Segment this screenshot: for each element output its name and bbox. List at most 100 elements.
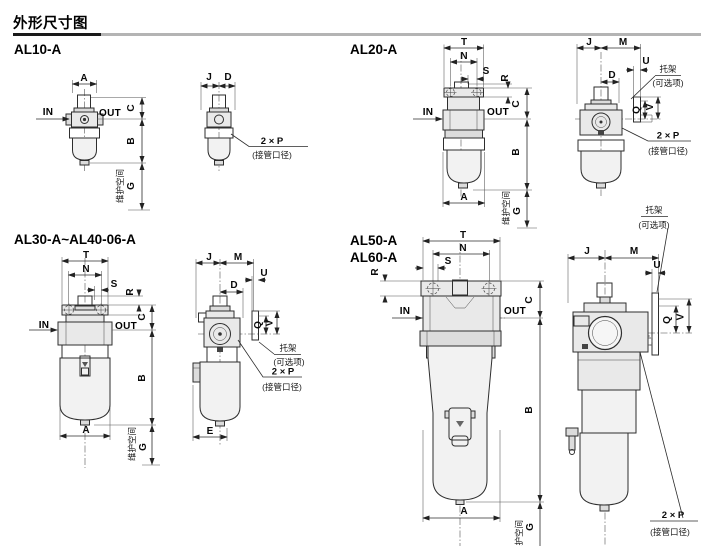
port-qty-label: 2 × P xyxy=(272,367,295,378)
port-note-label: (接管口径) xyxy=(262,382,302,392)
dim-label-b: B xyxy=(511,148,522,155)
bracket-label: 托架 xyxy=(659,64,677,74)
in-port-label: IN xyxy=(423,107,434,118)
section-heading-al20: AL20-A xyxy=(350,42,398,57)
dim-label-u: U xyxy=(642,56,649,67)
dim-label-j: J xyxy=(206,252,212,263)
mounting-hole-icon xyxy=(94,303,108,317)
dim-label-s: S xyxy=(111,279,118,290)
dim-label-g: G xyxy=(525,523,536,531)
mounting-hole-icon xyxy=(425,281,441,296)
dim-label-c: C xyxy=(137,313,148,320)
bracket-note-label: (可选项) xyxy=(652,78,683,88)
dim-label-n: N xyxy=(460,51,467,62)
mounting-hole-icon xyxy=(481,281,497,296)
port-leader-line xyxy=(237,339,302,378)
bracket-leader-line xyxy=(258,341,275,355)
dim-label-d: D xyxy=(224,72,231,83)
dim-label-g: G xyxy=(138,443,149,451)
bowl xyxy=(72,137,97,161)
port-leader-line xyxy=(639,351,684,519)
dim-label-s: S xyxy=(445,256,452,267)
dim-label-t: T xyxy=(461,37,467,48)
body-block xyxy=(422,295,501,332)
in-port-label: IN xyxy=(43,107,54,118)
drain xyxy=(596,182,606,189)
bowl xyxy=(59,357,111,421)
level-sight-window xyxy=(444,407,476,447)
dim-label-v: V xyxy=(645,103,656,110)
dim-label-t: T xyxy=(460,230,466,241)
dim-label-r: R xyxy=(125,288,136,296)
drain xyxy=(455,499,465,505)
dim-label-j: J xyxy=(586,37,592,48)
page-title: 外形尺寸图 xyxy=(13,16,88,32)
bowl xyxy=(207,137,231,161)
section-heading-al10: AL10-A xyxy=(14,42,62,57)
dim-label-a: A xyxy=(82,425,89,436)
dim-label-d: D xyxy=(608,70,615,81)
in-port-label: IN xyxy=(400,306,411,317)
al10-front-view: A IN OUT C B G 维护空间 xyxy=(36,73,150,211)
al20-front-view: T N S R C IN OUT xyxy=(413,37,537,229)
al50-diagram: T N S R C IN OUT xyxy=(370,205,698,546)
dim-label-c: C xyxy=(511,100,522,107)
out-port-label: OUT xyxy=(99,108,121,119)
body-block xyxy=(206,111,232,128)
dim-label-e: E xyxy=(207,426,214,437)
dim-label-s: S xyxy=(483,66,490,77)
dim-label-c: C xyxy=(524,296,535,303)
al20-side-view: J M U D Q V 托架 (可选 xyxy=(575,37,691,196)
bracket-note-label: (可选项) xyxy=(273,357,304,367)
dim-label-m: M xyxy=(619,37,627,48)
section-heading-al30: AL30-A~AL40-06-A xyxy=(14,232,136,247)
out-port-label: OUT xyxy=(115,321,137,332)
dim-label-g: G xyxy=(512,207,523,215)
port-note-label: (接管口径) xyxy=(648,146,688,156)
al50-front-view: T N S R C IN OUT xyxy=(370,230,544,546)
out-port-label: OUT xyxy=(504,306,526,317)
port-note-label: (接管口径) xyxy=(650,527,690,537)
dim-label-q: Q xyxy=(253,321,264,329)
bowl xyxy=(446,149,482,184)
oil-sight-glass xyxy=(587,315,623,351)
al30-diagram: T N S R C IN OUT xyxy=(29,250,305,468)
foot-bracket xyxy=(192,362,201,383)
in-port-label: IN xyxy=(39,320,50,331)
port-leader-line xyxy=(230,133,308,147)
title-underline-extension xyxy=(101,33,701,36)
dim-label-v: V xyxy=(676,313,687,320)
dim-label-q: Q xyxy=(662,316,673,324)
oil-sight-glass xyxy=(209,323,231,345)
dim-label-n: N xyxy=(82,264,89,275)
port-qty-label: 2 × P xyxy=(662,510,685,521)
dim-label-b: B xyxy=(126,137,137,144)
drain xyxy=(214,160,224,166)
dim-label-j: J xyxy=(206,72,212,83)
dim-label-u: U xyxy=(260,268,267,279)
dim-label-j: J xyxy=(584,246,590,257)
drain xyxy=(79,160,90,166)
mounting-hole-icon xyxy=(62,303,76,317)
al30-front-view: T N S R C IN OUT xyxy=(29,250,160,468)
dim-label-b: B xyxy=(524,406,535,413)
al30-side-view: J M U D E Q xyxy=(192,252,305,445)
section-heading-al60: AL60-A xyxy=(350,250,398,265)
adjust-knob xyxy=(77,94,91,109)
dim-label-b: B xyxy=(137,374,148,381)
bracket-leader-line xyxy=(630,75,656,100)
bowl xyxy=(579,432,629,506)
dim-label-u: U xyxy=(653,260,660,271)
bracket-note-label: (可选项) xyxy=(638,220,669,230)
sight-dome-icon xyxy=(82,117,87,122)
bowl-guard-ribs xyxy=(443,137,485,151)
bowl xyxy=(199,361,241,422)
bracket-leader-line xyxy=(656,227,669,293)
dim-label-c: C xyxy=(126,104,137,111)
port-note-label: (接管口径) xyxy=(252,150,292,160)
maintenance-space-label: 维护空间 xyxy=(514,520,524,546)
drip-sight xyxy=(79,355,91,377)
adjust-knob xyxy=(596,282,613,298)
dim-label-m: M xyxy=(630,246,638,257)
drain xyxy=(458,182,468,189)
